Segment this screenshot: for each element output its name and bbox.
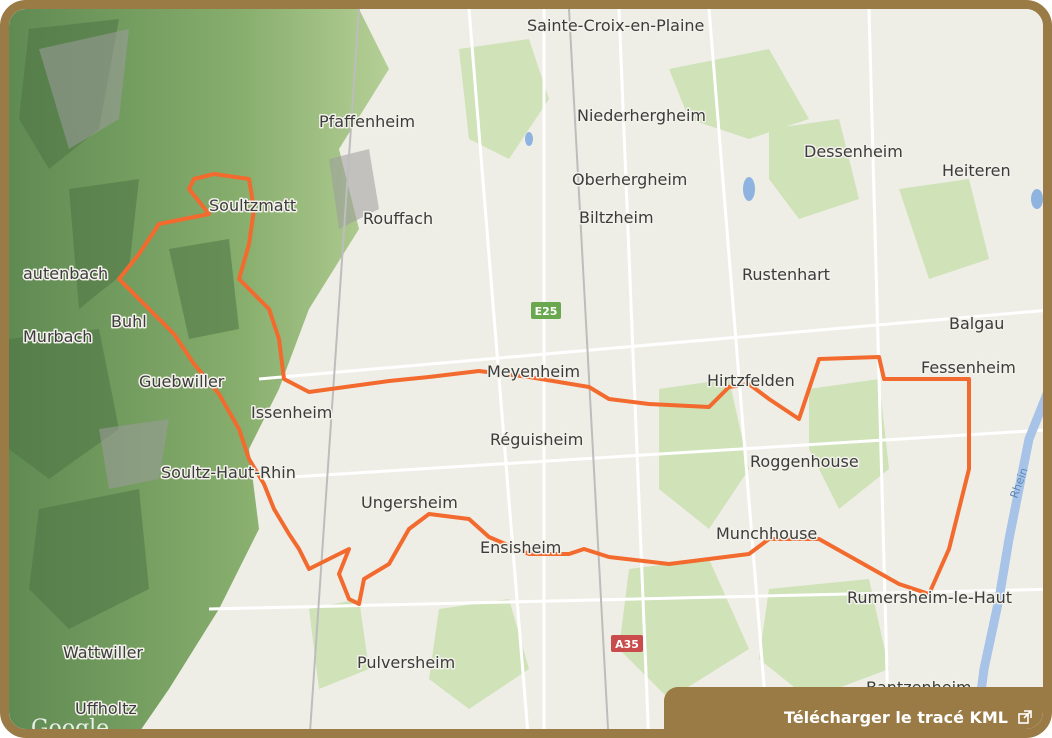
- place-label: Rouffach: [363, 209, 433, 228]
- forest-patches: [309, 39, 989, 709]
- place-label: Rumersheim-le-Haut: [847, 588, 1012, 607]
- place-label: Oberhergheim: [572, 170, 687, 189]
- download-kml-label: Télécharger le tracé KML: [784, 707, 1008, 727]
- mountain-rock: [39, 29, 379, 489]
- place-label: Guebwiller: [139, 372, 225, 391]
- place-label: Murbach: [23, 327, 92, 346]
- place-label: Wittenheim: [447, 728, 539, 738]
- place-label: Réguisheim: [490, 430, 583, 449]
- place-label: Niederhergheim: [577, 106, 706, 125]
- road-badge-a35: A35: [611, 635, 643, 652]
- place-label: Uffholtz: [75, 699, 137, 718]
- svg-text:A35: A35: [615, 638, 639, 651]
- place-label: Roggenhouse: [750, 452, 859, 471]
- place-label: Buhl: [111, 312, 147, 331]
- rhine-river: [971, 391, 1043, 729]
- place-label: Sainte-Croix-en-Plaine: [527, 16, 704, 35]
- water-bodies: [525, 132, 1043, 209]
- external-link-icon: [1018, 710, 1032, 724]
- place-label: Ensisheim: [480, 538, 561, 557]
- google-logo: Google: [31, 716, 109, 738]
- svg-text:E25: E25: [535, 305, 558, 318]
- place-labels: Sainte-Croix-en-Plaine Pfaffenheim Niede…: [22, 15, 1018, 738]
- place-label: Ungersheim: [361, 493, 458, 512]
- download-kml-button[interactable]: Télécharger le tracé KML: [664, 687, 1043, 729]
- place-label: Issenheim: [251, 403, 332, 422]
- place-label: Pfaffenheim: [319, 112, 415, 131]
- place-label: Soultzmatt: [209, 196, 296, 215]
- place-label: Munchhouse: [716, 524, 817, 543]
- place-label: Heiteren: [942, 161, 1011, 180]
- place-label: Meyenheim: [487, 362, 580, 381]
- place-label: Pulversheim: [357, 653, 455, 672]
- place-label: Wattwiller: [63, 643, 143, 662]
- place-label: Hirtzfelden: [707, 371, 795, 390]
- place-label: Biltzheim: [579, 208, 654, 227]
- place-label: Fessenheim: [921, 358, 1016, 377]
- map-canvas[interactable]: Rhein E25 A35 Sainte-Croix-en-Plaine Pfa…: [9, 9, 1052, 738]
- place-label: Rustenhart: [742, 265, 830, 284]
- place-label: M: [627, 732, 641, 738]
- route-track[interactable]: [117, 172, 971, 606]
- place-label: Dessenheim: [804, 142, 903, 161]
- place-label: Wittelsheim: [205, 730, 300, 738]
- place-label: autenbach: [23, 264, 108, 283]
- place-label: Soultz-Haut-Rhin: [161, 463, 296, 482]
- road-network: [208, 9, 1043, 729]
- road-badge-e25: E25: [531, 302, 561, 319]
- highway-lines: [309, 9, 610, 729]
- place-label: Balgau: [949, 314, 1004, 333]
